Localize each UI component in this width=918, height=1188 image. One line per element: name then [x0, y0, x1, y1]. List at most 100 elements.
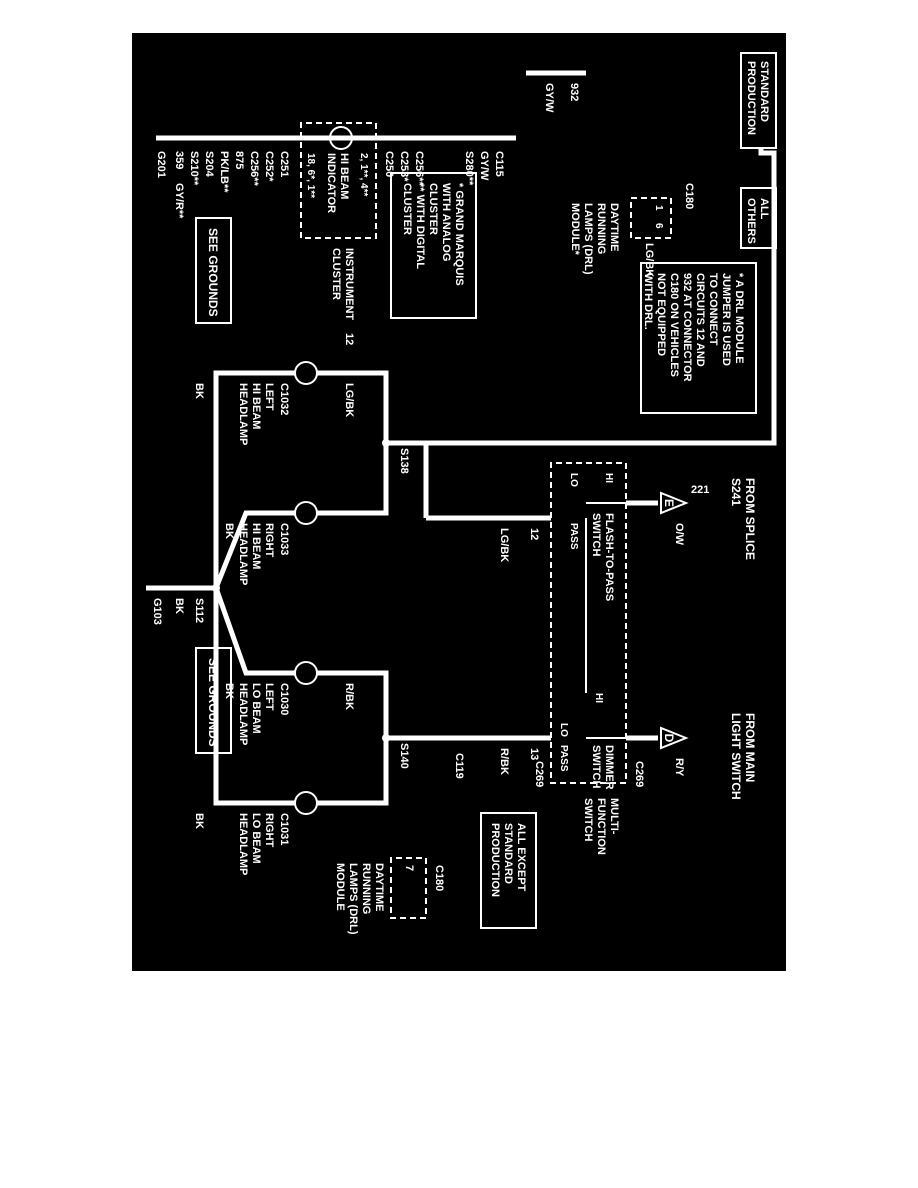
c253: C253* [398, 151, 410, 182]
instrument-l2: CLUSTER [330, 248, 342, 300]
all-others-l1: ALL [758, 198, 770, 220]
multi-line3: SWITCH [582, 798, 594, 841]
note-l3: TO CONNECT [707, 273, 719, 346]
multi-line1: MULTI- [608, 798, 620, 835]
all-except-l3: PRODUCTION [489, 823, 501, 897]
dimmer-lo-label: LO [558, 723, 569, 737]
c252: C252* [263, 151, 275, 182]
note-l1: * A DRL MODULE [733, 273, 745, 364]
ll-rbk: R/BK [343, 683, 355, 710]
see-grounds-right: SEE GROUNDS [206, 658, 220, 747]
drl-c180: C180 [433, 865, 445, 891]
connector-e-label: E [662, 499, 676, 507]
drl2-l4: MODULE [334, 863, 346, 911]
ll-bk: BK [223, 683, 235, 699]
flash-switch-label: SWITCH [590, 513, 602, 556]
c250: C250 [383, 151, 395, 177]
drl2-l3: LAMPS (DRL) [347, 863, 359, 935]
splice-s138: S138 [398, 448, 410, 474]
drl2-l2: RUNNING [360, 863, 372, 914]
drl-module-top-box [630, 197, 672, 239]
left-hi-l1: LEFT [263, 383, 275, 411]
cnote-l3: CLUSTER [427, 183, 439, 235]
wire-rbk-label-a: R/BK [498, 748, 510, 775]
pklb: PK/LB** [218, 151, 230, 193]
from-splice-line1: FROM SPLICE [743, 478, 757, 560]
from-splice-line2: S241 [729, 478, 743, 506]
c251: C251 [278, 151, 290, 177]
see-grounds-box-right [195, 647, 232, 754]
lh-lgbk: LG/BK [343, 383, 355, 417]
note-l8: WITH DRL. [642, 273, 654, 330]
note-l2: JUMPER IS USED [720, 273, 732, 366]
instrument-l1: INSTRUMENT [343, 248, 355, 320]
hi-beam-indicator-box [300, 122, 377, 239]
all-except-l1: ALL EXCEPT [515, 823, 527, 892]
flash-lo-label: LO [568, 473, 579, 487]
right-lo-l2: LO BEAM [250, 813, 262, 864]
drl-l1: DAYTIME [608, 203, 620, 252]
pin-6: 6 [653, 223, 664, 229]
s280: S280** [463, 151, 475, 186]
left-lo-l2: LO BEAM [250, 683, 262, 734]
all-others-l2: OTHERS [745, 198, 757, 244]
rh-c1033: C1033 [278, 523, 290, 555]
standard-l1: STANDARD [758, 61, 770, 122]
all-except-l2: STANDARD [502, 823, 514, 884]
connector-c119: C119 [453, 753, 465, 779]
gyw-b: GY/W [478, 151, 490, 181]
wire-221-color: O/W [673, 523, 685, 546]
wire-13-label-a: 13 [528, 748, 540, 760]
flash-pass-label: PASS [568, 523, 579, 550]
connector-c269-top: C269 [633, 761, 645, 787]
wire-15-color: R/Y [673, 758, 685, 777]
hi-beam-indicator-lamp [329, 126, 353, 150]
multifunction-switch-box [550, 462, 627, 784]
lh-wire12: 12 [343, 333, 355, 345]
top-lgbk: LG/BK [643, 243, 655, 277]
right-hi-l2: HI BEAM [250, 523, 262, 569]
w359-label: 359 [173, 151, 185, 169]
right-lo-l1: RIGHT [263, 813, 275, 848]
ll-c1030: C1030 [278, 683, 290, 715]
hi-beam-l2: INDICATOR [325, 153, 337, 213]
drl-note-box [640, 262, 757, 414]
dimmer-label: DIMMER [603, 745, 615, 790]
rh-bk: BK [223, 523, 235, 539]
flash-hi-label: HI [603, 473, 614, 483]
wire-12-label-a: 12 [528, 528, 540, 540]
lh-bk: BK [193, 383, 205, 399]
right-hi-l1: RIGHT [263, 523, 275, 558]
ground-g103: G103 [151, 598, 163, 625]
left-lo-l1: LEFT [263, 683, 275, 711]
right-lo-l3: HEADLAMP [237, 813, 249, 875]
drl-l3: LAMPS (DRL) [582, 203, 594, 275]
dimmer-pass-label: PASS [558, 745, 569, 772]
note-l5: 932 AT CONNECTOR [681, 273, 693, 382]
cluster-note-box [390, 172, 477, 319]
s204: S204 [203, 151, 215, 178]
from-main-line2: LIGHT SWITCH [729, 713, 743, 800]
splice-s140: S140 [398, 743, 410, 769]
connector-c269-bottom: C269 [533, 761, 545, 787]
c256b: C256** [248, 151, 260, 187]
drl-l2: RUNNING [595, 203, 607, 254]
multi-line2: FUNCTION [595, 798, 607, 855]
left-lo-headlamp: R/BK C1030 LEFT LO BEAM HEADLAMP [237, 661, 355, 745]
dimmer-hi-label: HI [593, 693, 604, 703]
splice-s112: S112 [193, 598, 205, 623]
hi-beam-l1: HI BEAM [338, 153, 350, 199]
splice-s112-dot [212, 584, 220, 592]
left-hi-l2: HI BEAM [250, 383, 262, 429]
cnote-l4: ** WITH DIGITAL [414, 183, 426, 269]
wire-lgbk-label-a: LG/BK [498, 528, 510, 562]
standard-l2: PRODUCTION [745, 61, 757, 135]
rl-c1031: C1031 [278, 813, 290, 845]
note-l4: CIRCUITS 12 AND [694, 273, 706, 367]
c115: C115 [493, 151, 505, 177]
note-l7: NOT EQUIPPED [655, 273, 667, 356]
c256a: C256** [413, 151, 425, 187]
w932-a: 932 [568, 83, 580, 101]
pin-7: 7 [403, 865, 415, 871]
